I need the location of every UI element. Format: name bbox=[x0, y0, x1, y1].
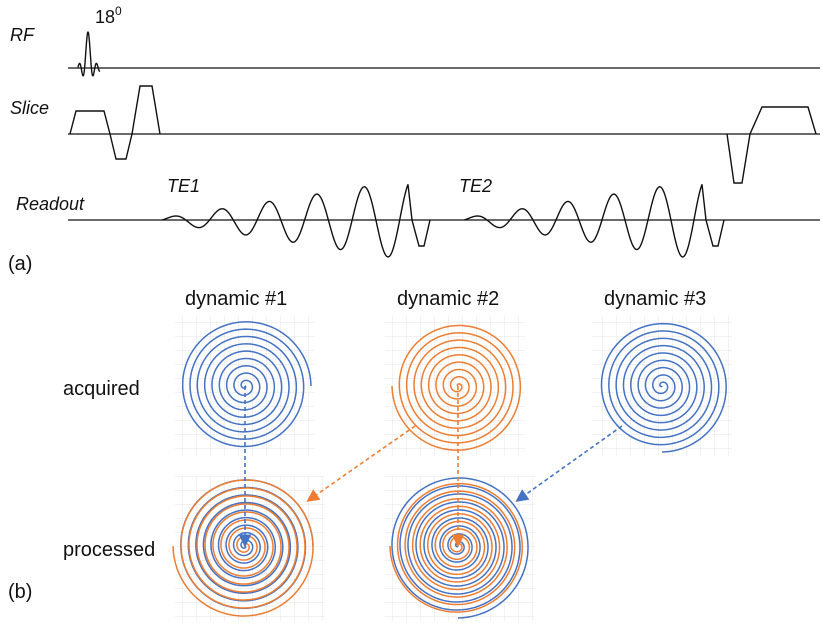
panel-a-label: (a) bbox=[8, 253, 32, 275]
echo-label-te2: TE2 bbox=[459, 176, 492, 196]
arrow-dynamic-3-to-processed-2 bbox=[515, 425, 623, 502]
readout-spiral-gradient-te2 bbox=[463, 184, 725, 258]
rf-pulse-sinc bbox=[77, 31, 101, 77]
slice-row-label: Slice bbox=[10, 98, 49, 118]
spiral-processed-1-orange bbox=[172, 479, 314, 617]
spiral-acquired-dynamic-3 bbox=[600, 322, 727, 453]
row-label-acquired: acquired bbox=[63, 378, 140, 400]
flip-angle-label: 180 bbox=[95, 4, 122, 27]
spiral-acquired-dynamic-2 bbox=[391, 324, 522, 451]
column-header-dynamic-2: dynamic #2 bbox=[397, 288, 499, 310]
spiral-acquired-dynamic-1 bbox=[181, 321, 312, 448]
row-label-processed: processed bbox=[63, 539, 155, 561]
slice-select-gradients bbox=[69, 85, 161, 160]
readout-row-label: Readout bbox=[16, 194, 85, 214]
rf-row-label: RF bbox=[10, 25, 35, 45]
panel-a: RF 180 Slice Readout TE1 TE2 (a) bbox=[8, 4, 820, 275]
column-header-dynamic-1: dynamic #1 bbox=[185, 288, 287, 310]
slice-rewinder-gradients bbox=[726, 106, 817, 184]
column-header-dynamic-3: dynamic #3 bbox=[604, 288, 706, 310]
panel-b: dynamic #1 dynamic #2 dynamic #3 acquire… bbox=[8, 288, 732, 621]
arrow-dynamic-2-to-processed-1 bbox=[306, 425, 416, 502]
echo-label-te1: TE1 bbox=[167, 176, 200, 196]
readout-spiral-gradient-te1 bbox=[161, 184, 431, 258]
spiral-processed-2-orange bbox=[389, 482, 523, 613]
panel-b-label: (b) bbox=[8, 581, 32, 603]
